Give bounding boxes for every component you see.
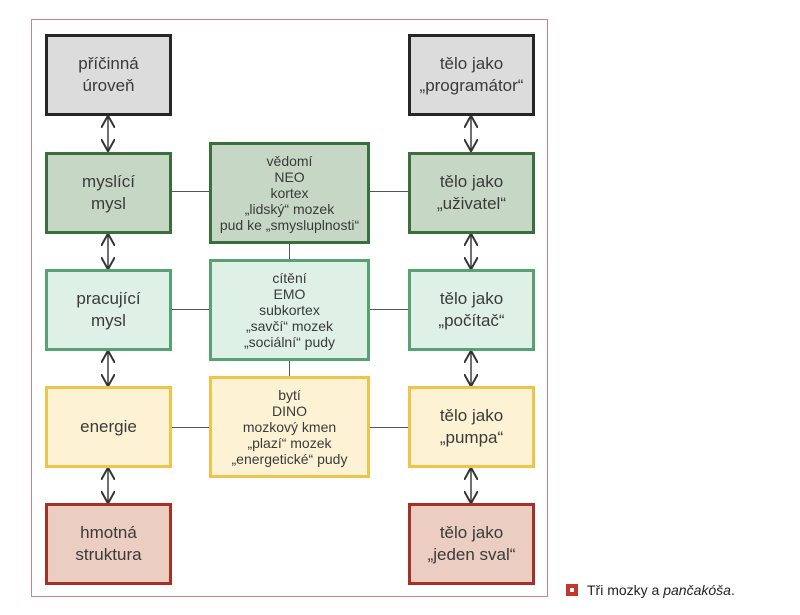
right-box-body-programmer: tělo jako „programátor“ <box>408 34 535 116</box>
left-box-causal-level: příčinná úroveň <box>45 34 172 116</box>
connector-line <box>172 191 209 192</box>
center-box-neo-cortex: vědomí NEO kortex „lidský“ mozek pud ke … <box>209 142 370 244</box>
connector-line <box>172 309 209 310</box>
right-box-body-user: tělo jako „uživatel“ <box>408 152 535 234</box>
center-box-emo-subcortex: cítění EMO subkortex „savčí“ mozek „soci… <box>209 259 370 361</box>
center-box-dino-brainstem: bytí DINO mozkový kmen „plazí“ mozek „en… <box>209 376 370 478</box>
caption-text: Tři mozky a pančakóša. <box>587 582 735 598</box>
left-box-thinking-mind: myslící mysl <box>45 152 172 234</box>
connector-line <box>289 361 290 377</box>
figure-caption: Tři mozky a pančakóša. <box>566 582 735 598</box>
right-box-body-pump: tělo jako „pumpa“ <box>408 386 535 468</box>
connector-line <box>289 244 290 260</box>
left-box-material-structure: hmotná struktura <box>45 503 172 585</box>
connector-line <box>370 191 408 192</box>
connector-line <box>370 427 408 428</box>
right-box-body-one-muscle: tělo jako „jeden sval“ <box>408 503 535 585</box>
left-box-working-mind: pracující mysl <box>45 269 172 351</box>
connector-line <box>370 309 408 310</box>
connector-line <box>172 427 209 428</box>
left-box-energy: energie <box>45 386 172 468</box>
diagram-frame <box>31 19 548 597</box>
caption-bullet-icon <box>566 584 578 596</box>
right-box-body-computer: tělo jako „počítač“ <box>408 269 535 351</box>
